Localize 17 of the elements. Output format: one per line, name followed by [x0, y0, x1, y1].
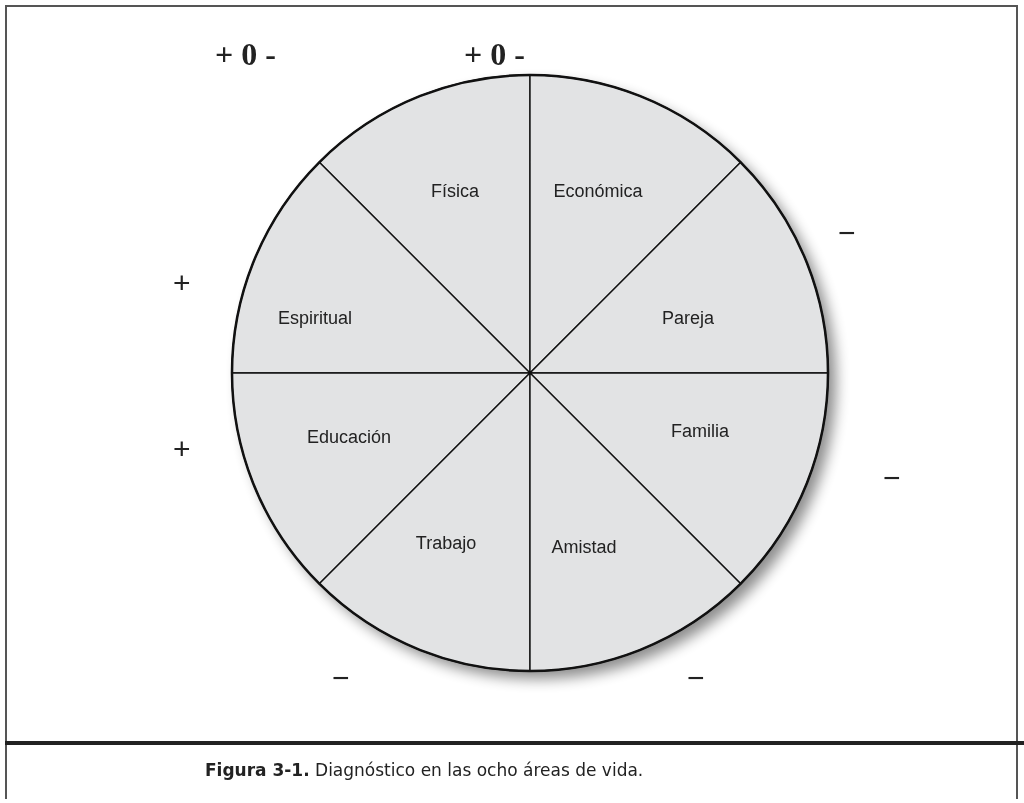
rating-sign: + [173, 434, 191, 464]
sector-label: Educación [306, 427, 392, 447]
sector-label: Familia [671, 421, 729, 441]
sector-label: Espiritual [278, 308, 352, 328]
sector-label: Pareja [662, 308, 714, 328]
sector-label: Amistad [551, 537, 617, 557]
rating-sign: − [332, 663, 350, 693]
sector-label: Económica [553, 181, 643, 201]
sector-label: Física [431, 181, 479, 201]
figure-caption: Figura 3-1. Diagnóstico en las ocho áreas de vida. [205, 760, 644, 780]
rating-sign: − [687, 663, 705, 693]
sector-label: Trabajo [415, 533, 477, 553]
rating-scale: + 0 - [215, 38, 276, 70]
rating-scale: + 0 - [464, 38, 525, 70]
rating-sign: − [838, 218, 856, 248]
rating-sign: − [883, 463, 901, 493]
rating-sign: + [173, 268, 191, 298]
